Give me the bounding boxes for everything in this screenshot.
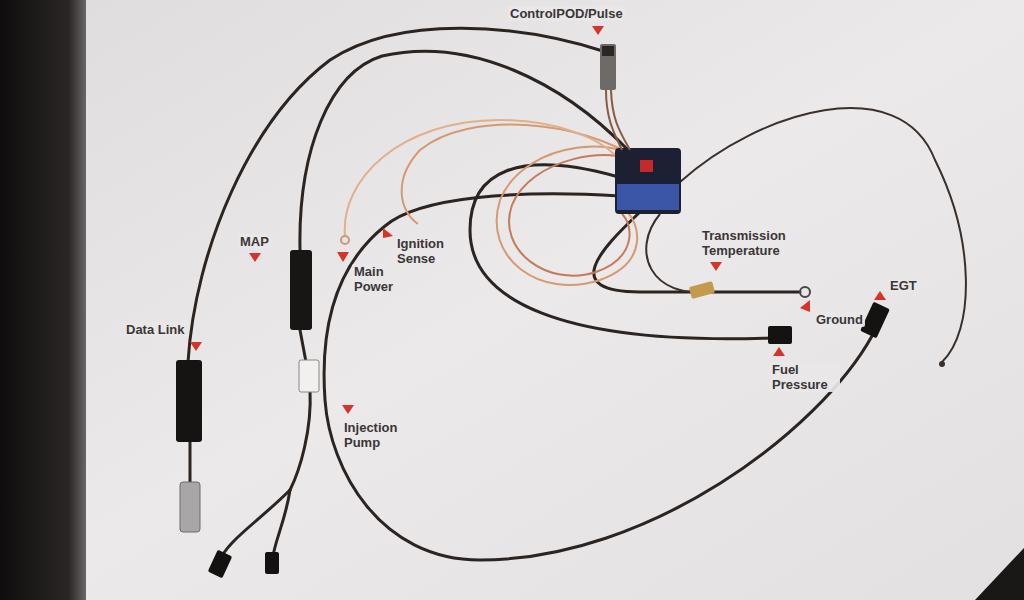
part-label: Data Link	[124, 322, 187, 337]
ignition-wire	[402, 125, 640, 224]
controlpod-leads	[606, 90, 630, 150]
part-label: Ignition Sense	[395, 236, 463, 266]
fuel-pressure-connector	[768, 326, 792, 344]
part-label: Transmission Temperature	[700, 228, 804, 258]
data-link-pigtail	[189, 440, 192, 482]
injection-pump-connector	[299, 360, 319, 392]
part-label: MAP	[238, 234, 271, 249]
pointer-triangle	[249, 253, 261, 262]
pointer-triangle	[874, 291, 886, 300]
wires	[188, 28, 872, 560]
pointer-triangle	[800, 300, 810, 312]
ring-terminal	[341, 236, 349, 244]
temperature-sensor	[689, 281, 715, 299]
connector-lock	[640, 160, 653, 172]
pointer-triangle	[592, 26, 604, 35]
dark-edge	[0, 0, 86, 600]
map-connector	[290, 250, 312, 330]
data-link-connector	[176, 360, 202, 442]
main-power-wire	[345, 120, 615, 236]
pointer-markers	[190, 26, 886, 414]
part-label: Fuel Pressure	[770, 362, 840, 392]
thin-wires	[646, 108, 966, 362]
sensor-loop-wire	[680, 108, 966, 362]
connectors	[176, 44, 945, 578]
data-link-plug	[180, 482, 200, 532]
ignition-wires	[345, 120, 655, 285]
egt-wire	[324, 194, 872, 560]
plug	[265, 552, 279, 574]
part-label: ControlPOD/Pulse	[508, 6, 625, 21]
pointer-triangle	[337, 252, 349, 262]
main-connector-blue	[617, 184, 679, 210]
split-wire	[273, 490, 290, 556]
part-label: Ground	[814, 312, 865, 327]
map-wire	[300, 330, 306, 362]
part-label: Main Power	[352, 264, 410, 294]
pump-wire	[290, 390, 310, 490]
wire-end	[939, 361, 945, 367]
split-wire	[222, 490, 290, 556]
controlpod-plug	[600, 44, 616, 90]
pointer-triangle	[383, 228, 393, 238]
main-connector	[615, 148, 681, 214]
pointer-triangle	[190, 342, 202, 351]
pointer-triangle	[773, 347, 785, 356]
controlpod-plug-tip	[602, 46, 614, 56]
dark-corner	[975, 548, 1024, 600]
part-label: EGT	[888, 278, 919, 293]
part-label: Injection Pump	[342, 420, 416, 450]
plug	[208, 550, 233, 579]
pointer-triangle	[710, 262, 722, 271]
pointer-triangle	[342, 405, 354, 414]
ring-terminal	[800, 287, 810, 297]
main-arc-wire	[300, 51, 628, 250]
